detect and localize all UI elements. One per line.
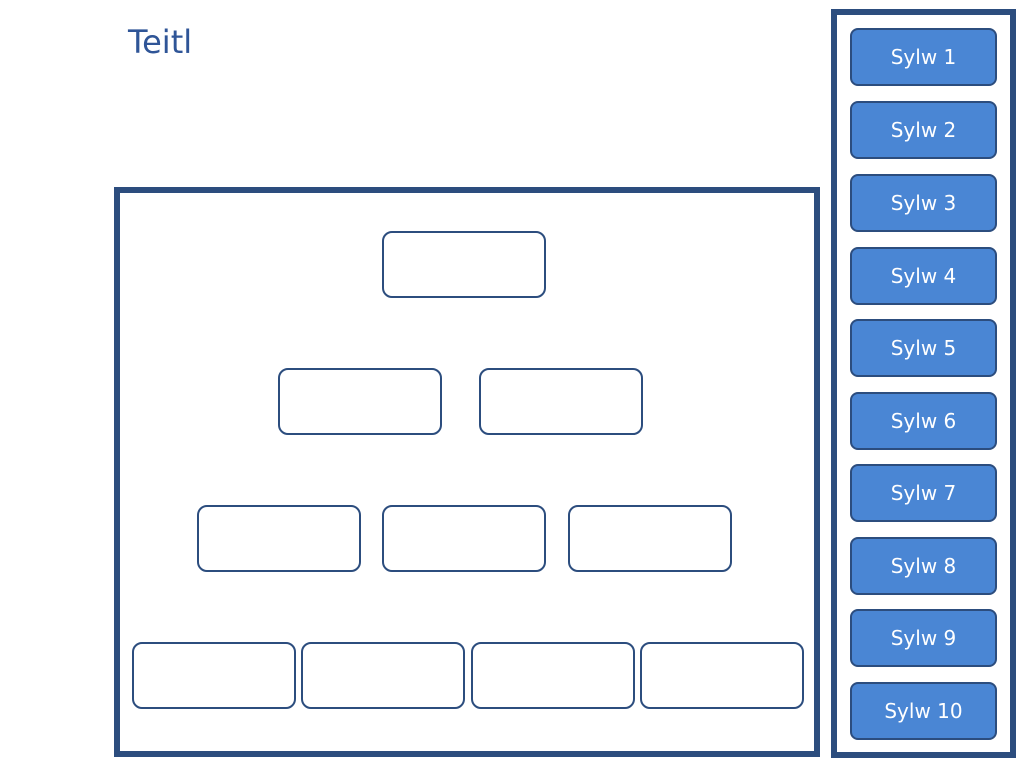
pyramid-box[interactable] bbox=[382, 505, 546, 572]
sidebar-button-5[interactable]: Sylw 5 bbox=[850, 319, 997, 377]
page-title: Teitl bbox=[128, 23, 193, 61]
sidebar-button-8[interactable]: Sylw 8 bbox=[850, 537, 997, 595]
pyramid-box[interactable] bbox=[568, 505, 732, 572]
sidebar-button-6[interactable]: Sylw 6 bbox=[850, 392, 997, 450]
sidebar-button-3[interactable]: Sylw 3 bbox=[850, 174, 997, 232]
sidebar-button-7[interactable]: Sylw 7 bbox=[850, 464, 997, 522]
pyramid-box[interactable] bbox=[479, 368, 643, 435]
pyramid-box[interactable] bbox=[382, 231, 546, 298]
sidebar-button-9[interactable]: Sylw 9 bbox=[850, 609, 997, 667]
sidebar-panel: Sylw 1 Sylw 2 Sylw 3 Sylw 4 Sylw 5 Sylw … bbox=[831, 9, 1016, 758]
pyramid-box[interactable] bbox=[301, 642, 465, 709]
sidebar-button-4[interactable]: Sylw 4 bbox=[850, 247, 997, 305]
pyramid-box[interactable] bbox=[197, 505, 361, 572]
sidebar-button-10[interactable]: Sylw 10 bbox=[850, 682, 997, 740]
pyramid-box[interactable] bbox=[132, 642, 296, 709]
sidebar-button-1[interactable]: Sylw 1 bbox=[850, 28, 997, 86]
pyramid-box[interactable] bbox=[278, 368, 442, 435]
pyramid-diagram bbox=[114, 187, 820, 757]
pyramid-box[interactable] bbox=[640, 642, 804, 709]
sidebar-button-2[interactable]: Sylw 2 bbox=[850, 101, 997, 159]
pyramid-box[interactable] bbox=[471, 642, 635, 709]
